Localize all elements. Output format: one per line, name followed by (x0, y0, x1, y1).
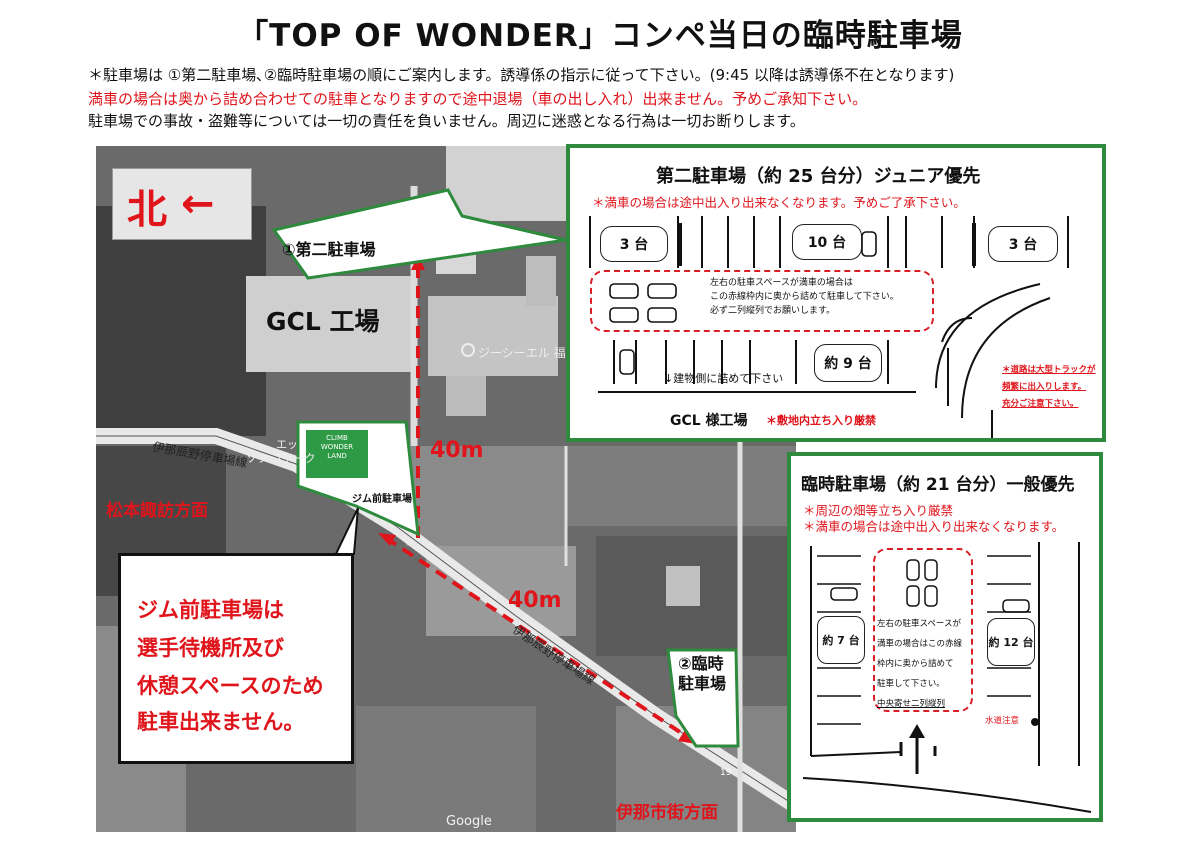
parking2-slot-center: 10 台 (792, 224, 862, 260)
temp-lot-diagram (802, 542, 1092, 813)
parking2-overflow-zone (590, 270, 934, 332)
truck-warning-line-3: 充分ご注意下さい。 (1002, 399, 1079, 409)
gym-parking-label: ジム前駐車場 (352, 494, 412, 505)
temp-slot-right: 約 12 台 (987, 618, 1035, 666)
parking2-building-side-note: ↓建物側に詰めて下さい (664, 372, 784, 385)
parking2-title: 第二駐車場（約 25 台分）ジュニア優先 (656, 166, 981, 187)
parking2-dashed-line-1: 左右の駐車スペースが満車の場合は (710, 278, 853, 288)
parking2-dashed-text: 左右の駐車スペースが満車の場合は この赤線枠内に奥から詰めて駐車して下さい。 必… (710, 276, 899, 318)
temp-parking-callout-label: ②臨時 駐車場 (678, 654, 726, 694)
parking2-note: ＊満車の場合は途中出入り出来なくなります。予めご了承下さい。 (592, 195, 966, 210)
distance-label-diagonal: 40m (508, 588, 562, 613)
temp-dashed-line-3: 枠内に奥から詰めて (877, 659, 954, 669)
parking2-slot-lower: 約 9 台 (814, 344, 882, 382)
notice-liability: 駐車場での事故・盗難等については一切の責任を負いません。周辺に迷惑となる行為は一… (88, 112, 805, 130)
parking2-slot-left: 3 台 (600, 226, 668, 262)
notice-guidance: ＊駐車場は ①第二駐車場､②臨時駐車場の順にご案内します。誘導係の指示に従って下… (88, 66, 955, 84)
temp-parking-note-2: ＊満車の場合は途中出入り出来なくなります。 (803, 519, 1065, 534)
temp-parking-detail-panel: 臨時駐車場（約 21 台分）一般優先 ＊周辺の畑等立ち入り厳禁 ＊満車の場合は途… (787, 452, 1103, 822)
gym-callout-line-4: 駐車出来ません。 (137, 710, 305, 734)
google-attribution: Google (446, 814, 492, 829)
map-side-text-1: エッ (276, 438, 298, 451)
gym-logo-line-1: CLIMB (326, 434, 348, 442)
distance-label-vertical: 40m (430, 438, 484, 463)
north-indicator: 北 ← (112, 168, 252, 240)
truck-warning-line-1: ＊道路は大型トラックが (1002, 365, 1096, 375)
temp-dashed-line-4: 駐車して下さい。 (877, 679, 945, 689)
truck-warning: ＊道路は大型トラックが 頻繁に出入りします。 充分ご注意下さい。 (1002, 362, 1096, 413)
temp-dashed-text: 左右の駐車スペースが 満車の場合はこの赤線 枠内に奥から詰めて 駐車して下さい。… (877, 614, 962, 714)
page-title: 「TOP OF WONDER」コンペ当日の臨時駐車場 (237, 18, 963, 54)
parking2-dashed-line-2: この赤線枠内に奥から詰めて駐車して下さい。 (710, 292, 899, 302)
gym-callout-line-2: 選手待機所及び (137, 636, 284, 660)
direction-matsumoto-suwa: 松本諏訪方面 (106, 501, 208, 521)
temp-slot-left: 約 7 台 (817, 616, 865, 664)
notice-full-parking: 満車の場合は奥から詰め合わせての駐車となりますので途中退場（車の出し入れ）出来ま… (88, 90, 868, 108)
parking2-dashed-line-3: 必ず二列縦列でお願いします。 (710, 306, 836, 316)
gym-callout-line-3: 休憩スペースのため (137, 674, 324, 698)
temp-dashed-line-2: 満車の場合はこの赤線 (877, 639, 963, 649)
parking2-no-entry-note: ＊敷地内立ち入り厳禁 (766, 414, 876, 427)
temp-parking-title: 臨時駐車場（約 21 台分）一般優先 (801, 475, 1075, 495)
north-arrow-icon: ← (181, 181, 215, 227)
gcl-factory-roof (246, 276, 414, 372)
parking2-callout-label: ①第二駐車場 (282, 240, 376, 259)
temp-callout-line-2: 駐車場 (678, 674, 727, 693)
truck-warning-line-2: 頻繁に出入りします。 (1002, 382, 1087, 392)
route-marker-19: 19 (720, 768, 732, 778)
map-side-text-2: ソフ ファーク (246, 452, 316, 465)
factory-label: GCL 工場 (266, 307, 380, 336)
gym-no-parking-callout: ジム前駐車場は 選手待機所及び 休憩スペースのため 駐車出来ません。 (118, 553, 354, 764)
parking2-slot-right: 3 台 (988, 226, 1058, 262)
water-warning: 水道注意 (985, 716, 1020, 726)
parking2-lot-diagram (589, 216, 1069, 438)
north-label: 北 (127, 187, 167, 233)
direction-ina-city: 伊那市街方面 (616, 803, 718, 823)
temp-dashed-line-1: 左右の駐車スペースが (877, 619, 961, 629)
gym-logo-line-3: LAND (327, 452, 347, 460)
parking2-detail-panel: 第二駐車場（約 25 台分）ジュニア優先 ＊満車の場合は途中出入り出来なくなりま… (566, 144, 1106, 442)
temp-callout-line-1: ②臨時 (678, 654, 724, 673)
parking2-factory-label: GCL 様工場 (670, 413, 748, 429)
place-pin-label: ジーシーエル 福 (478, 346, 566, 360)
temp-parking-note-1: ＊周辺の畑等立ち入り厳禁 (803, 503, 954, 518)
temp-overflow-zone (873, 548, 973, 712)
gym-logo: CLIMB WONDER LAND (312, 434, 362, 461)
gym-callout-line-1: ジム前駐車場は (137, 598, 284, 622)
gym-logo-line-2: WONDER (320, 443, 354, 451)
temp-dashed-line-5: 中央寄せ二列縦列 (877, 699, 946, 709)
